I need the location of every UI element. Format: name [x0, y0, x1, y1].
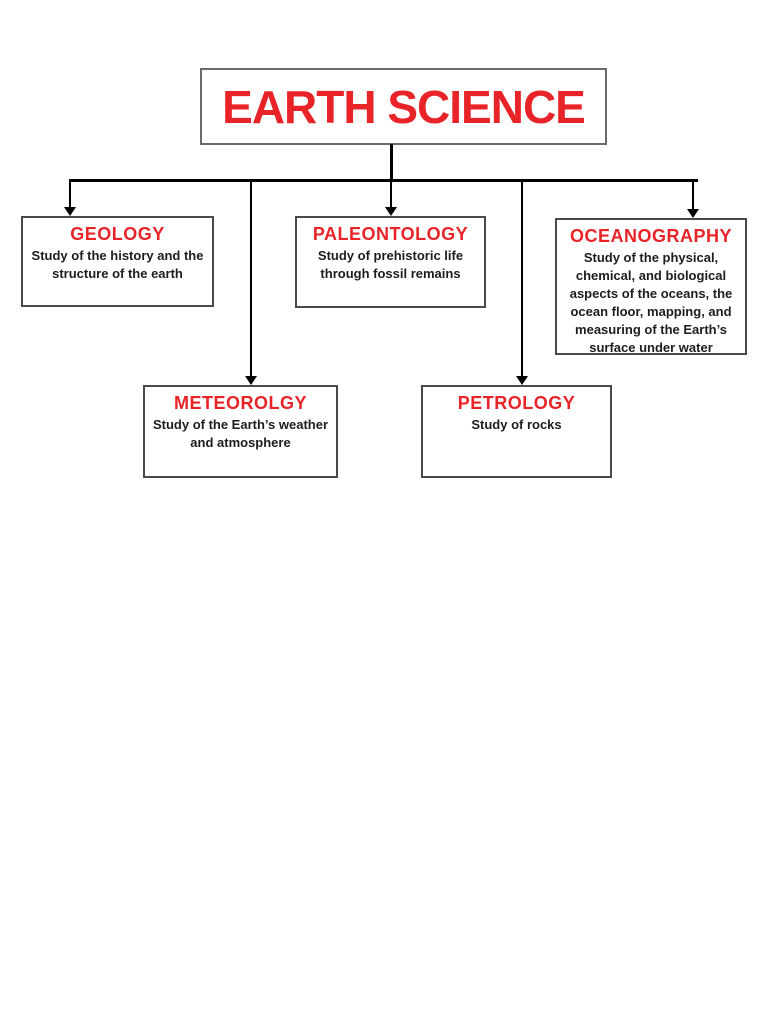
arrowhead-geology-icon: [64, 207, 76, 216]
paleontology-title: PALEONTOLOGY: [312, 224, 469, 244]
oceanography-description: Study of the physical, chemical, and bio…: [569, 250, 733, 355]
node-paleontology: PALEONTOLOGY Study of prehistoric life t…: [295, 216, 486, 308]
paleontology-description: Study of prehistoric life through fossil…: [317, 248, 464, 281]
node-meteorology: METEOROLGY Study of the Earth’s weather …: [143, 385, 338, 478]
geology-title: GEOLOGY: [70, 224, 165, 244]
connector-drop-oceanography: [692, 179, 694, 211]
earth-science-title: EARTH SCIENCE: [222, 80, 586, 133]
oceanography-title: OCEANOGRAPHY: [569, 226, 732, 246]
meteorology-description: Study of the Earth’s weather and atmosph…: [152, 417, 329, 450]
arrowhead-paleontology-icon: [385, 207, 397, 216]
arrowhead-oceanography-icon: [687, 209, 699, 218]
connector-horizontal-bar: [69, 179, 698, 182]
petrology-title: PETROLOGY: [457, 393, 576, 413]
connector-drop-meteorology: [250, 179, 252, 378]
connector-drop-geology: [69, 179, 71, 209]
node-earth-science: EARTH SCIENCE: [200, 68, 607, 145]
meteorology-title: METEOROLGY: [173, 393, 307, 413]
connector-drop-petrology: [521, 179, 523, 378]
connector-drop-paleontology: [390, 179, 392, 209]
node-oceanography: OCEANOGRAPHY Study of the physical, chem…: [555, 218, 747, 355]
arrowhead-petrology-icon: [516, 376, 528, 385]
arrowhead-meteorology-icon: [245, 376, 257, 385]
connector-stem: [390, 144, 393, 181]
node-geology: GEOLOGY Study of the history and the str…: [21, 216, 214, 307]
geology-description: Study of the history and the structure o…: [31, 248, 204, 281]
petrology-description: Study of rocks: [471, 417, 562, 432]
node-petrology: PETROLOGY Study of rocks: [421, 385, 612, 478]
